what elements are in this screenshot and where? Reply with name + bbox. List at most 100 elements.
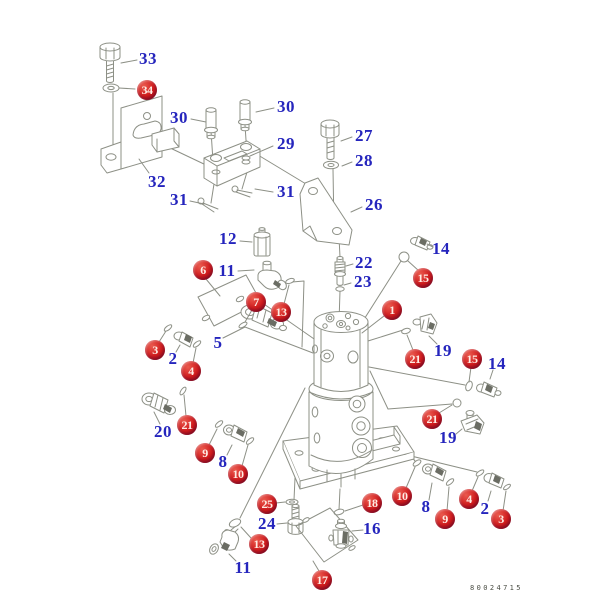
part-label-29: 29 — [277, 134, 295, 153]
drawing-number: 80024715 — [470, 584, 523, 592]
part-label-32: 32 — [148, 172, 166, 191]
part-label-8: 8 — [421, 497, 431, 516]
part-label-30: 30 — [170, 108, 188, 127]
elbow-fitting-11-top — [257, 260, 287, 291]
fitting-12 — [253, 227, 271, 257]
part-badge-10: 10 — [228, 464, 248, 484]
washer-23 — [335, 286, 345, 292]
pin-30-left — [204, 107, 218, 140]
part-label-20: 20 — [154, 422, 172, 441]
bracket-32 — [100, 95, 180, 174]
part-badge-13: 13 — [271, 302, 291, 322]
o-ring-9-right — [445, 478, 455, 486]
fitting-14-top — [410, 235, 434, 251]
elbow-fitting-11-bottom — [209, 525, 240, 555]
part-label-14: 14 — [488, 354, 506, 373]
fitting-8-right — [422, 463, 447, 482]
part-badge-10: 10 — [392, 486, 412, 506]
part-label-28: 28 — [355, 151, 373, 170]
o-ring-13-bottom — [228, 518, 242, 528]
part-label-19: 19 — [434, 341, 452, 360]
part-label-23: 23 — [354, 272, 372, 291]
part-label-22: 22 — [355, 253, 373, 272]
part-label-12: 12 — [219, 229, 237, 248]
fitting-19-top — [412, 313, 438, 335]
part-badge-15: 15 — [413, 268, 433, 288]
part-badge-7: 7 — [246, 292, 266, 312]
leader-lines — [118, 59, 507, 572]
fitting-22 — [334, 256, 346, 286]
part-badge-34: 34 — [137, 80, 157, 100]
o-ring-21-a — [401, 327, 411, 335]
o-ring-18 — [333, 508, 345, 516]
bracket-26 — [299, 177, 353, 246]
part-label-30: 30 — [277, 97, 295, 116]
o-ring-13-top — [285, 277, 295, 285]
o-ring-10-right — [412, 459, 422, 467]
part-label-31: 31 — [170, 190, 188, 209]
part-label-26: 26 — [365, 195, 383, 214]
part-badge-6: 6 — [193, 260, 213, 280]
fitting-19-right — [460, 410, 485, 435]
washer-25 — [285, 498, 299, 506]
part-badge-21: 21 — [422, 409, 442, 429]
o-ring-10-left — [245, 437, 255, 445]
fitting-2-right — [483, 472, 505, 489]
part-badge-17: 17 — [312, 570, 332, 590]
o-ring-3-right — [503, 483, 511, 491]
o-ring-21-left — [179, 386, 187, 396]
part-badge-18: 18 — [362, 493, 382, 513]
part-badge-13: 13 — [249, 534, 269, 554]
part-badge-4: 4 — [459, 489, 479, 509]
o-ring-3-left — [163, 324, 173, 332]
connector-lines — [112, 92, 478, 519]
bolt-27 — [320, 119, 340, 160]
part-badge-9: 9 — [435, 509, 455, 529]
o-ring-21-b — [452, 398, 462, 408]
part-badge-21: 21 — [177, 415, 197, 435]
part-badge-3: 3 — [145, 340, 165, 360]
part-badge-15: 15 — [462, 349, 482, 369]
fitting-2-left — [173, 331, 194, 348]
part-label-8: 8 — [218, 452, 228, 471]
o-ring-4-left — [192, 340, 202, 348]
cotter-pin-31-right — [231, 185, 253, 198]
washer-34 — [102, 83, 120, 93]
o-ring-4-right — [475, 469, 485, 477]
o-ring-9-left — [214, 420, 224, 428]
fitting-16 — [328, 518, 354, 549]
pin-30-right — [238, 99, 252, 132]
washer-28 — [323, 160, 339, 170]
kit-17-outline — [295, 507, 359, 563]
part-label-2: 2 — [168, 349, 178, 368]
part-label-27: 27 — [355, 126, 373, 145]
o-ring-15-top — [398, 251, 410, 263]
part-label-5: 5 — [213, 333, 223, 352]
part-badge-4: 4 — [181, 361, 201, 381]
bolt-24 — [287, 503, 304, 535]
part-label-24: 24 — [258, 514, 276, 533]
part-label-14: 14 — [432, 239, 450, 258]
cotter-pin-31-left — [197, 197, 219, 213]
o-ring-15-right — [465, 380, 473, 392]
part-label-11: 11 — [218, 261, 236, 280]
part-label-31: 31 — [277, 182, 295, 201]
part-badge-21: 21 — [405, 349, 425, 369]
fitting-20 — [141, 392, 176, 415]
part-label-19: 19 — [439, 428, 457, 447]
part-label-33: 33 — [139, 49, 157, 68]
part-badge-3: 3 — [491, 509, 511, 529]
part-badge-25: 25 — [257, 494, 277, 514]
part-label-16: 16 — [363, 519, 381, 538]
part-badge-1: 1 — [382, 300, 402, 320]
part-label-11: 11 — [234, 558, 252, 577]
bolt-33 — [99, 42, 121, 83]
fitting-8-left — [223, 424, 248, 443]
valve-body — [308, 311, 374, 488]
o-ring-7 — [238, 321, 248, 329]
link-29 — [203, 140, 261, 187]
fitting-14-right — [476, 381, 502, 398]
part-label-2: 2 — [480, 499, 490, 518]
